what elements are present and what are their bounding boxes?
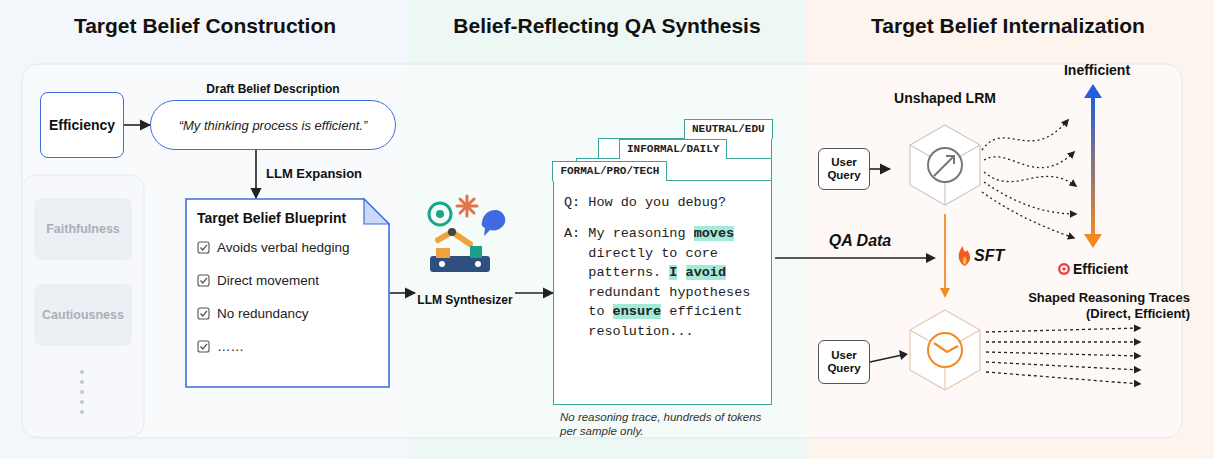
blueprint-document: Target Belief BlueprintAvoids verbal hed… (185, 198, 390, 388)
query-box: User Query (818, 148, 870, 190)
node-text: Cautiousness (42, 308, 124, 322)
checkbox-icon (197, 241, 210, 254)
belief-box: Efficiency (40, 92, 124, 158)
checklist-row: No redundancy (197, 306, 362, 321)
panel-title: Belief-Reflecting QA Synthesis (408, 14, 806, 38)
checklist-row: Avoids verbal hedging (197, 240, 362, 255)
checklist-item: …… (217, 339, 244, 354)
query-box: User Query (818, 340, 870, 384)
checkbox-icon (197, 274, 210, 287)
checkbox-icon (197, 307, 210, 320)
belief-box-greyed: Faithfulness (34, 198, 132, 260)
belief-box-greyed: Cautiousness (34, 284, 132, 346)
connector-arrow (515, 292, 553, 294)
output-label: Shaped Reasoning Traces (Direct, Efficie… (990, 290, 1190, 321)
checklist-row: Direct movement (197, 273, 362, 288)
answer-text: A: My reasoning moves directly to core p… (564, 224, 763, 341)
scale-label: Inefficient (1052, 62, 1142, 78)
connector-arrow (870, 168, 890, 170)
node-text: Faithfulness (46, 222, 120, 236)
arrow-label: SFT (974, 247, 1034, 265)
node-text: Efficiency (49, 117, 115, 133)
panel-title: Target Belief Construction (10, 14, 400, 38)
connector-arrow (124, 124, 150, 126)
qa-card: FORMAL/PRO/TECHQ: How do you debug?A: My… (553, 180, 772, 405)
node-text: User Query (819, 156, 869, 182)
arrow-label: QA Data (800, 232, 920, 250)
checklist-item: Direct movement (217, 273, 319, 288)
node-text: “My thinking process is efficient.” (179, 118, 368, 133)
node-text: User Query (819, 349, 869, 375)
checkbox-icon (197, 340, 210, 353)
scale-label: Efficient (1073, 261, 1153, 277)
card-tab: FORMAL/PRO/TECH (552, 161, 667, 181)
checklist-item: Avoids verbal hedging (217, 240, 350, 255)
question-text: Q: How do you debug? (564, 195, 763, 210)
node-heading: Target Belief Blueprint (197, 210, 362, 226)
card-tab: NEUTRAL/EDU (684, 119, 773, 139)
node-text: LLM Synthesizer (417, 293, 512, 307)
connector-arrow (255, 150, 257, 198)
panel-title: Target Belief Internalization (808, 14, 1208, 38)
draft-bubble: Draft Belief Description“My thinking pro… (150, 100, 396, 150)
note: No reasoning trace, hundreds of tokens p… (560, 410, 775, 439)
edge-label: LLM Expansion (266, 166, 362, 181)
checklist-row: …… (197, 339, 362, 354)
connector-arrow (390, 292, 415, 294)
model-node: Unshaped LRM (890, 90, 1000, 212)
node-heading: Draft Belief Description (151, 82, 395, 96)
node-text: Unshaped LRM (890, 90, 1000, 106)
checklist-item: No redundancy (217, 306, 309, 321)
document-outline (185, 198, 390, 388)
card-tab: INFORMAL/DAILY (619, 139, 727, 159)
synthesizer: LLM Synthesizer (415, 195, 515, 307)
